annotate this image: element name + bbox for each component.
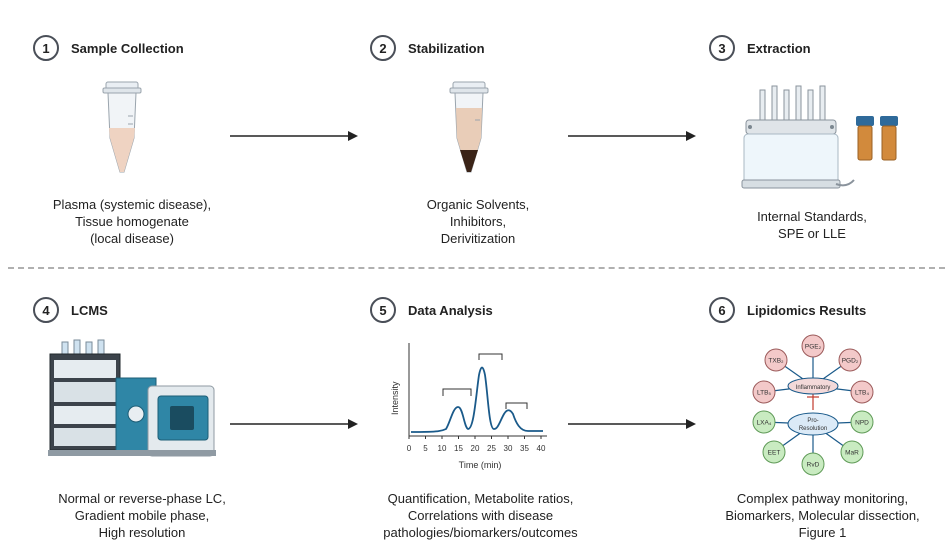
x-axis-label: Time (min): [459, 460, 502, 470]
plasma-tube-illustration: [102, 81, 142, 173]
step-3-caption: Internal Standards,SPE or LLE: [757, 209, 867, 241]
inflammatory-node: [850, 380, 874, 404]
chromatogram-trace: [410, 366, 543, 433]
lcms-instrument-illustration: [48, 339, 216, 457]
step-5-caption: Quantification, Metabolite ratios,Correl…: [383, 491, 578, 540]
inflammatory-node-label: TXB₂: [768, 358, 784, 365]
lipid-pathway-network: TXB₂ PGE₂ PGD₂ LTB₄ LTB₅ LXA₄ NPD EET RvD MaR In…: [752, 334, 874, 476]
resolution-node-label: LXA₄: [757, 420, 772, 427]
step-title: Sample Collection: [71, 40, 184, 56]
step-title: Lipidomics Results: [747, 302, 867, 318]
step-4-caption: Normal or reverse-phase LC,Gradient mobi…: [58, 491, 226, 540]
inflammatory-node: [838, 348, 862, 372]
inflammatory-node-label: LTB₅: [757, 390, 771, 397]
resolution-node-label: RvD: [807, 462, 820, 469]
x-tick-labels: 0 5 10 15 20 25 30 35 40: [407, 436, 546, 453]
chromatogram-chart: Intensity 0 5 10 15 20 25 30 35 40 Time (min): [390, 343, 547, 470]
extraction-manifold-illustration: [741, 85, 898, 189]
inflammatory-node: [801, 334, 825, 358]
arrow-4-to-5: [230, 419, 358, 429]
x-tick-label: 20: [471, 444, 480, 453]
bracket: [442, 388, 472, 396]
step-2-header: 2 Stabilization: [370, 35, 485, 61]
arrow-2-to-3: [568, 131, 696, 141]
step-number: 5: [370, 297, 396, 323]
inflammatory-hub-label: Inflammatory: [796, 385, 831, 391]
resolution-node: [762, 440, 786, 464]
inflammatory-node: [752, 380, 776, 404]
x-tick-label: 5: [423, 444, 428, 453]
inflammatory-node-label: LTB₄: [855, 390, 869, 397]
step-number: 6: [709, 297, 735, 323]
bracket: [505, 402, 528, 409]
step-title: Data Analysis: [408, 302, 493, 318]
resolution-node: [752, 410, 776, 434]
step-title: Stabilization: [408, 40, 485, 56]
resolution-node: [850, 410, 874, 434]
resolution-hub: [787, 412, 839, 436]
x-tick-label: 35: [520, 444, 529, 453]
step-5-header: 5 Data Analysis: [370, 297, 493, 323]
x-tick-label: 15: [454, 444, 463, 453]
resolution-node-label: EET: [768, 450, 781, 457]
arrow-1-to-2: [230, 131, 358, 141]
step-3-header: 3 Extraction: [709, 35, 811, 61]
step-number: 3: [709, 35, 735, 61]
step-number: 4: [33, 297, 59, 323]
step-1-caption: Plasma (systemic disease),Tissue homogen…: [52, 197, 212, 246]
resolution-node-label: MaR: [845, 450, 859, 457]
step-6-header: 6 Lipidomics Results: [709, 297, 866, 323]
stabilization-tube-illustration: [449, 81, 489, 173]
x-tick-label: 30: [504, 444, 513, 453]
resolution-hub-label: Pro-: [807, 418, 818, 424]
inflammatory-node-label: PGD₂: [842, 358, 859, 365]
y-axis-label: Intensity: [390, 381, 400, 415]
inflammatory-hub: [787, 377, 839, 395]
step-title: Extraction: [747, 40, 811, 56]
x-tick-label: 40: [537, 444, 546, 453]
inflammatory-node-label: PGE₂: [805, 344, 822, 351]
section-divider: [8, 267, 945, 269]
inflammatory-node: [764, 348, 788, 372]
x-tick-label: 25: [487, 444, 496, 453]
step-title: LCMS: [71, 302, 108, 318]
step-6-caption: Complex pathway monitoring,Biomarkers, M…: [725, 491, 920, 540]
x-tick-label: 0: [407, 444, 412, 453]
step-number: 2: [370, 35, 396, 61]
resolution-node-label: NPD: [855, 420, 869, 427]
resolution-node: [840, 440, 864, 464]
x-tick-label: 10: [438, 444, 447, 453]
bracket: [478, 353, 503, 360]
step-number: 1: [33, 35, 59, 61]
step-2-caption: Organic Solvents,Inhibitors,Derivitizati…: [426, 197, 530, 246]
step-1-header: 1 Sample Collection: [33, 35, 184, 61]
resolution-node: [801, 452, 825, 476]
resolution-hub-label: Resolution: [799, 426, 827, 432]
step-4-header: 4 LCMS: [33, 297, 108, 323]
arrow-5-to-6: [568, 419, 696, 429]
